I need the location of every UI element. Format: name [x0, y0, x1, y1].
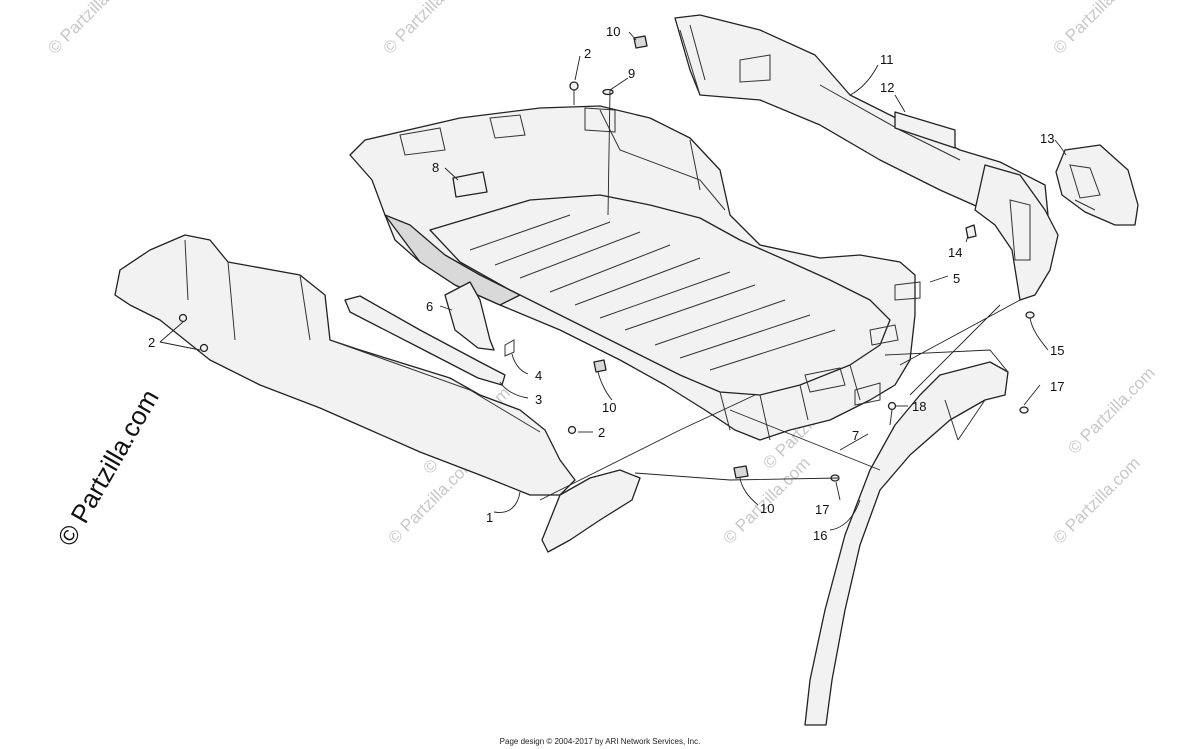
- fastener-2: [199, 343, 209, 353]
- callout-2: 2: [598, 425, 605, 440]
- part-3-trim-strip: [344, 295, 506, 386]
- fastener-9: [602, 88, 614, 96]
- callout-15: 15: [1050, 343, 1064, 358]
- watermark: © Partzilla.com: [1064, 363, 1158, 457]
- part-13-tail-light: [1055, 144, 1139, 226]
- callout-1: 1: [486, 510, 493, 525]
- callout-16: 16: [813, 528, 827, 543]
- callout-17: 17: [1050, 379, 1064, 394]
- fasteners: [178, 35, 1035, 482]
- fastener-2: [567, 425, 577, 435]
- watermark: © Partzilla.com: [379, 0, 473, 58]
- callout-9: 9: [628, 66, 635, 81]
- callout-4: 4: [535, 368, 542, 383]
- watermark-side: © Partzilla.com: [51, 384, 165, 551]
- fastener-18: [887, 401, 897, 411]
- callout-8: 8: [432, 160, 439, 175]
- callout-10: 10: [606, 24, 620, 39]
- fastener-2: [569, 81, 579, 91]
- callout-7: 7: [852, 428, 859, 443]
- watermark: © Partzilla.com: [1049, 453, 1143, 547]
- part-8-warning-label: [452, 171, 488, 198]
- fastener-2: [178, 313, 188, 323]
- callout-6: 6: [426, 299, 433, 314]
- fastener-10: [593, 359, 607, 373]
- callout-12: 12: [880, 80, 894, 95]
- footer-copyright: Page design © 2004-2017 by ARI Network S…: [499, 737, 701, 746]
- callout-17: 17: [815, 502, 829, 517]
- fastener-10: [633, 35, 648, 49]
- part-6-decal: [444, 281, 495, 351]
- fastener-15: [1025, 311, 1035, 319]
- leader-lines: [159, 31, 1067, 531]
- callout-10: 10: [760, 501, 774, 516]
- watermark: © Partzilla.com: [44, 0, 138, 58]
- callouts: 1 2 2 2 3 4 5 6 7 8 9 10 10 10 11 12 13 …: [148, 24, 1064, 543]
- callout-14: 14: [948, 245, 962, 260]
- callout-11: 11: [880, 52, 894, 67]
- callout-5: 5: [953, 271, 960, 286]
- callout-2: 2: [148, 335, 155, 350]
- callout-10: 10: [602, 400, 616, 415]
- fastener-17: [1019, 406, 1029, 414]
- callout-18: 18: [912, 399, 926, 414]
- watermark: © Partzilla.com: [1049, 0, 1143, 58]
- callout-2: 2: [584, 46, 591, 61]
- part-1-left-panel: [114, 234, 641, 553]
- part-16-right-panel: [804, 361, 1009, 726]
- callout-13: 13: [1040, 131, 1054, 146]
- callout-3: 3: [535, 392, 542, 407]
- fastener-10: [733, 465, 749, 479]
- part-12-decal: [894, 111, 956, 149]
- part-5-side-panel: [974, 164, 1059, 301]
- fastener-14: [965, 224, 977, 239]
